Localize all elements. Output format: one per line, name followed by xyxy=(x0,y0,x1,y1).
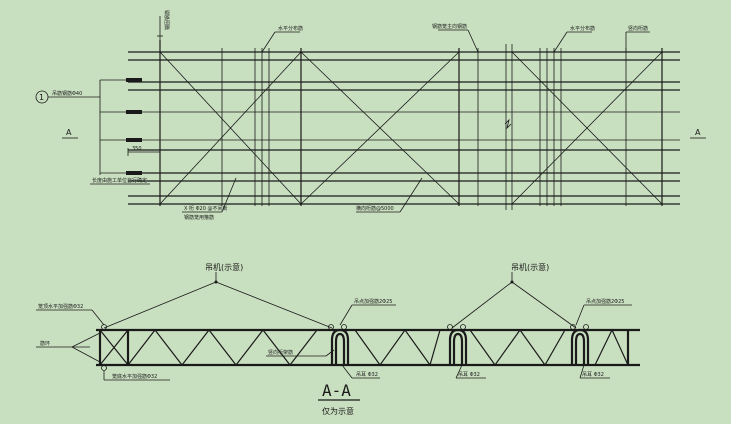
plan-top-callouts: 水平分布筋 钢筋笼主向钢筋 水平分布筋 竖向桁筋 xyxy=(261,23,650,53)
top-rebar-label: 笼顶水平加强筋Φ32 xyxy=(38,303,83,310)
main-direction-label: 钢筋笼主向钢筋 xyxy=(432,23,467,30)
crane-lines xyxy=(103,272,577,329)
hook-rebar-label-1: 吊点加强筋2Φ25 xyxy=(354,298,392,305)
truss-diagonals xyxy=(99,328,629,367)
plan-left-hangers xyxy=(99,78,142,175)
crane-left-label: 吊机(示意) xyxy=(205,262,243,272)
hanger-label: 吊筋钢筋Φ40 xyxy=(52,90,82,97)
dimension-350: 350 xyxy=(127,146,161,156)
dimension-350-label: 350 xyxy=(132,146,142,152)
lifting-ears xyxy=(330,328,590,365)
bottom-rebar-label: 笼底水平加强筋Φ32 xyxy=(112,373,157,380)
plan-view: 锚固钢筋 水平分布筋 钢筋笼主向钢筋 水平分布筋 竖向桁筋 1 吊筋钢筋Φ40 … xyxy=(35,10,706,221)
hook-ear-label-3: 吊耳 Φ32 xyxy=(582,372,604,378)
section-mark-left: A xyxy=(66,128,72,137)
vertical-spacing-label: 横向桁筋@5000 xyxy=(356,205,394,212)
truss-note-2: 钢筋笼用箍筋 xyxy=(184,214,214,221)
crane-right-label: 吊机(示意) xyxy=(511,262,549,272)
plan-horizontal-bars xyxy=(128,51,680,205)
bar-end-circles xyxy=(101,324,589,371)
plan-vertical-ties xyxy=(159,40,663,210)
hook-ear-label-2: 吊耳 Φ32 xyxy=(458,372,480,378)
hook-ear-label-1: 吊耳 Φ32 xyxy=(356,372,378,378)
section-subtitle: 仅为示意 xyxy=(322,406,354,416)
hanger-callout: 1 吊筋钢筋Φ40 xyxy=(35,90,100,104)
section-title: A-A xyxy=(322,381,351,400)
hook-rebar-label-2: 吊点加强筋2Φ25 xyxy=(586,298,624,305)
vertical-truss-label: 竖向桁架筋 xyxy=(268,349,293,356)
truss-note: X 桁 Φ20 @不间断 xyxy=(184,205,228,212)
horizontal-dist-label-2: 水平分布筋 xyxy=(570,25,595,32)
truss-chords xyxy=(96,328,640,367)
section-mark-right: A xyxy=(695,128,701,137)
section-callouts: 笼顶水平加强筋Φ32 吊点加强筋2Φ25 吊点加强筋2Φ25 筋环 竖向桁架筋 … xyxy=(36,298,632,381)
plan-bottom-callouts: X 桁 Φ20 @不间断 钢筋笼用箍筋 横向桁筋@5000 xyxy=(182,177,423,221)
horizontal-dist-label-1: 水平分布筋 xyxy=(278,25,303,32)
break-mark xyxy=(504,118,512,130)
detail-circle-number: 1 xyxy=(39,93,44,102)
top-anchor-callout: 锚固钢筋 xyxy=(157,10,171,40)
rebar-ring-label: 筋环 xyxy=(40,340,50,347)
length-note: 长度由施工单位自行确定 xyxy=(92,177,147,184)
plan-diagonals xyxy=(159,51,663,205)
section-view: 吊机(示意) 吊机(示意) xyxy=(36,262,640,416)
vertical-tie-label: 竖向桁筋 xyxy=(628,25,648,32)
top-anchor-label: 锚固钢筋 xyxy=(164,10,171,30)
